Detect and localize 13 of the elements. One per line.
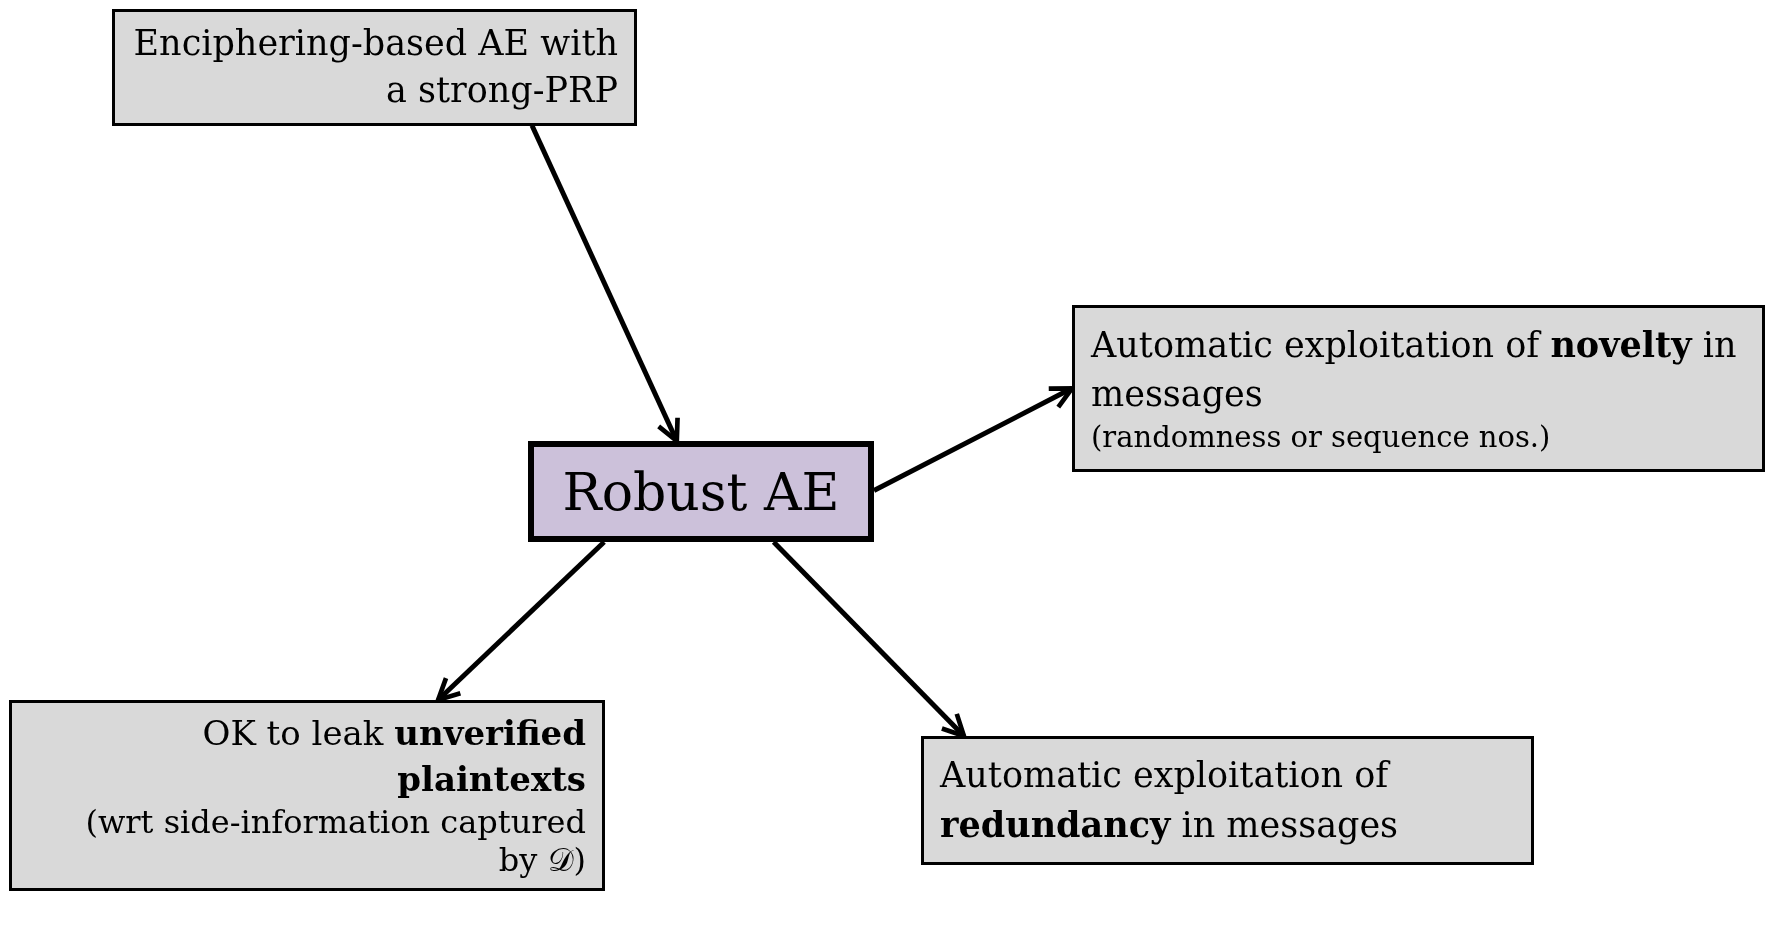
text-box	[112, 9, 637, 126]
box-text: OK to leak unverified plaintexts	[201, 712, 586, 801]
box-text: Automatic exploitation of redundancy in messages	[940, 754, 1400, 847]
text-box	[921, 736, 1534, 865]
text-box	[1072, 305, 1765, 472]
arrow	[529, 124, 680, 444]
box-note: (randomness or sequence nos.)	[1091, 419, 1552, 456]
highlighted-box	[528, 441, 874, 542]
box-text: Automatic exploitation of novelty in messages	[1091, 323, 1738, 416]
box-text: Enciphering-based AE with a strong-PRP	[132, 22, 618, 113]
box-text: Robust AE	[562, 465, 840, 518]
box-note: (wrt side-information captured by 𝒟)	[84, 802, 586, 880]
text-box	[9, 700, 605, 891]
